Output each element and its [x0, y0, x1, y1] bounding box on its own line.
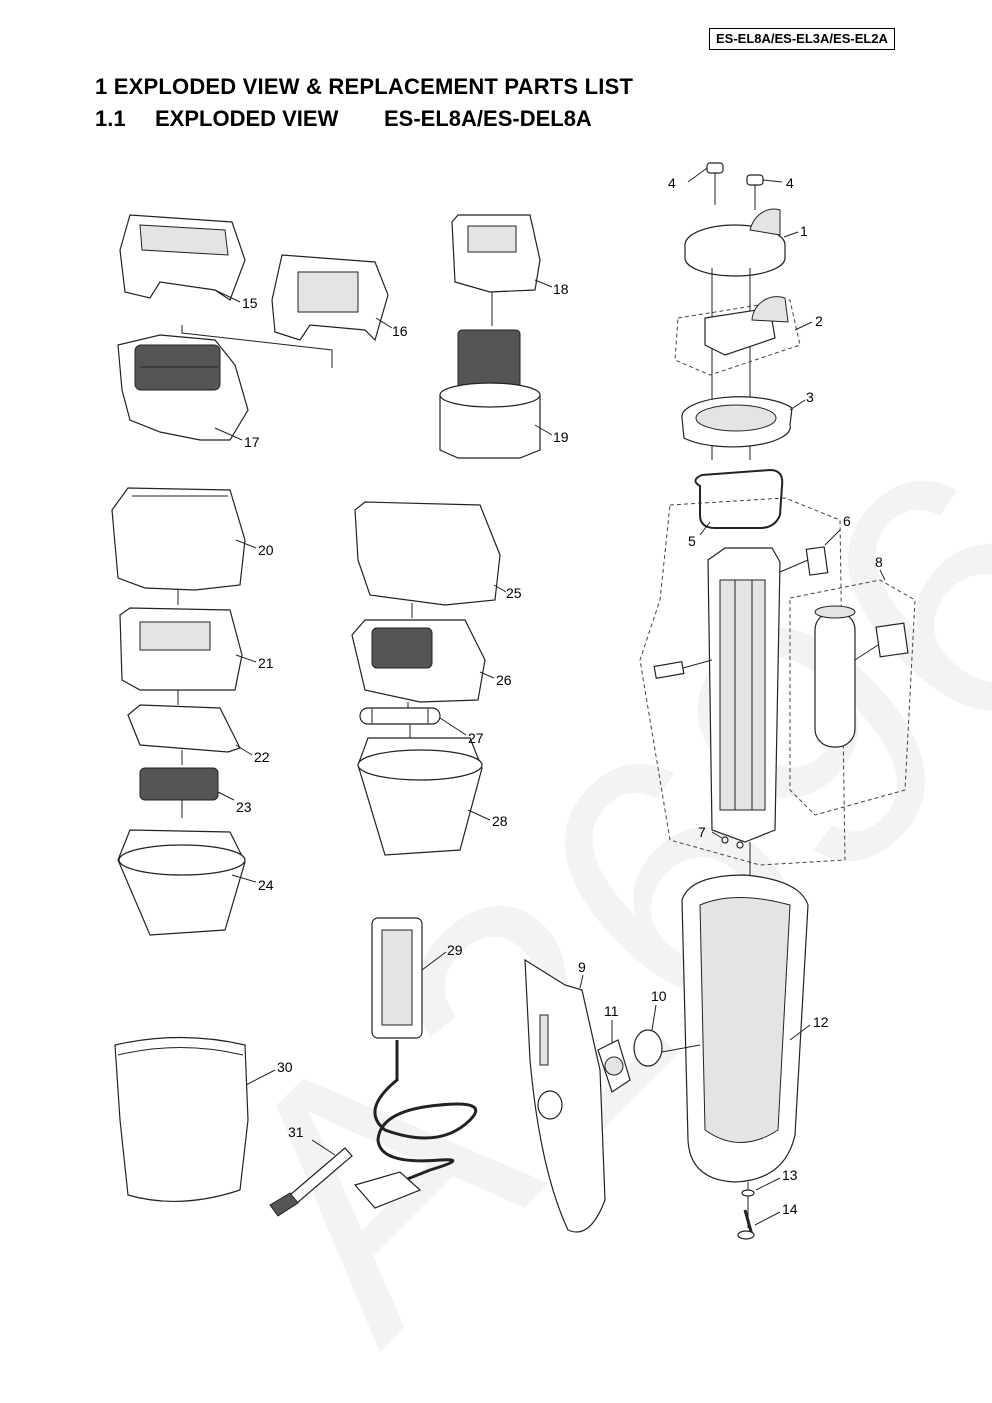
part-28-base — [357, 737, 483, 856]
callout-23: 23 — [236, 799, 252, 815]
callout-18: 18 — [553, 281, 569, 297]
callout-26: 26 — [496, 672, 512, 688]
part-21-cap — [119, 607, 243, 691]
part-18-cap — [451, 214, 541, 293]
part-6-pad — [779, 546, 829, 576]
part-19-base — [439, 329, 541, 459]
part-24-base — [117, 829, 246, 936]
callout-29: 29 — [447, 942, 463, 958]
callout-24: 24 — [258, 877, 274, 893]
callout-14: 14 — [782, 1201, 798, 1217]
callout-7: 7 — [698, 824, 706, 840]
part-30-pouch — [114, 1036, 249, 1203]
callout-3: 3 — [806, 389, 814, 405]
section-models: ES-EL8A/ES-DEL8A — [384, 106, 592, 131]
callout-5: 5 — [688, 533, 696, 549]
part-14-screw — [737, 1209, 755, 1240]
callout-31: 31 — [288, 1124, 304, 1140]
part-29-adapter — [353, 917, 478, 1209]
callout-6: 6 — [843, 513, 851, 529]
callout-15: 15 — [242, 295, 258, 311]
internal-chassis — [707, 547, 781, 843]
section-number: 1.1 — [95, 106, 126, 131]
part-25-cap — [354, 501, 501, 606]
callout-10: 10 — [651, 988, 667, 1004]
part-10-switch — [633, 1029, 701, 1067]
callout-1: 1 — [800, 223, 808, 239]
section-title: EXPLODED VIEW — [155, 106, 339, 131]
part-4-screws — [687, 162, 783, 210]
callout-16: 16 — [392, 323, 408, 339]
part-13-washer — [741, 1189, 755, 1197]
part-23-cutter — [139, 767, 219, 801]
callout-11: 11 — [604, 1003, 619, 1019]
part-27-roller — [359, 707, 441, 725]
part-31-brush — [269, 1147, 353, 1217]
part-1-top-cover — [684, 208, 786, 277]
part-2-assembly — [674, 296, 801, 376]
connector-15-16-17 — [181, 325, 333, 368]
part-7-small-pad — [653, 659, 744, 849]
callout-2: 2 — [815, 313, 823, 329]
callout-30: 30 — [277, 1059, 293, 1075]
part-3-ring — [681, 396, 793, 448]
part-22-frame — [127, 704, 241, 753]
callout-4b: 4 — [786, 175, 794, 191]
part-11-bracket — [597, 1039, 631, 1093]
callout-22: 22 — [254, 749, 270, 765]
part-15-cap — [119, 214, 246, 301]
model-codes-box: ES-EL8A/ES-EL3A/ES-EL2A — [709, 28, 895, 50]
callout-4a: 4 — [668, 175, 676, 191]
part-17-epilator-head — [117, 334, 249, 441]
callout-19: 19 — [553, 429, 569, 445]
part-12-housing — [681, 874, 809, 1183]
callout-21: 21 — [258, 655, 274, 671]
callout-20: 20 — [258, 542, 274, 558]
part-7-group-outline — [639, 497, 846, 866]
callout-labels: 1 2 3 4 4 5 6 7 8 9 10 11 12 13 14 15 16… — [214, 175, 886, 1226]
part-26-head — [351, 619, 486, 703]
page-title: 1 EXPLODED VIEW & REPLACEMENT PARTS LIST — [95, 74, 634, 99]
callout-9: 9 — [578, 959, 586, 975]
callout-28: 28 — [492, 813, 508, 829]
callout-25: 25 — [506, 585, 522, 601]
part-8-battery — [789, 579, 916, 816]
callout-8: 8 — [875, 554, 883, 570]
part-9-cover — [524, 958, 606, 1233]
callout-17: 17 — [244, 434, 260, 450]
part-16-cap — [271, 254, 389, 342]
callout-27: 27 — [468, 730, 484, 746]
callout-12: 12 — [813, 1014, 829, 1030]
part-20-comb — [111, 487, 246, 591]
callout-13: 13 — [782, 1167, 798, 1183]
